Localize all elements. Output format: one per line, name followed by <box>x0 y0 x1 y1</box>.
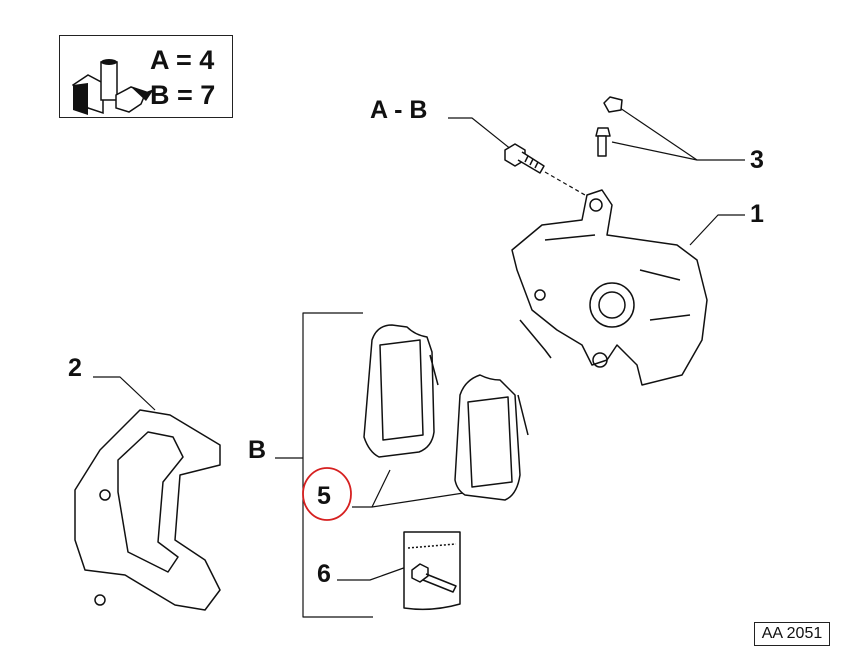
brake-caliper <box>511 189 708 386</box>
callout-3: 3 <box>750 146 764 174</box>
reference-code: AA 2051 <box>754 622 830 646</box>
threadlocker-bottle-icon <box>71 59 154 115</box>
callout-1: 1 <box>750 200 764 228</box>
bolt-kit-bag <box>403 531 461 611</box>
highlight-circle <box>302 467 352 521</box>
brake-pads <box>363 324 529 501</box>
caliper-bolt <box>504 143 545 174</box>
callout-2: 2 <box>68 354 82 382</box>
callout-b: B <box>248 436 267 464</box>
threadlocker-legend: A = 4 B = 7 <box>59 35 233 118</box>
legend-line-a: A = 4 <box>150 45 215 75</box>
callout-6: 6 <box>317 560 331 588</box>
callout-5: 5 <box>317 482 331 510</box>
callout-bolt: A - B <box>370 96 428 124</box>
caliper-bracket <box>74 409 221 611</box>
leader-lines <box>93 107 745 618</box>
bleed-screw <box>595 96 623 157</box>
legend-line-b: B = 7 <box>150 80 216 110</box>
